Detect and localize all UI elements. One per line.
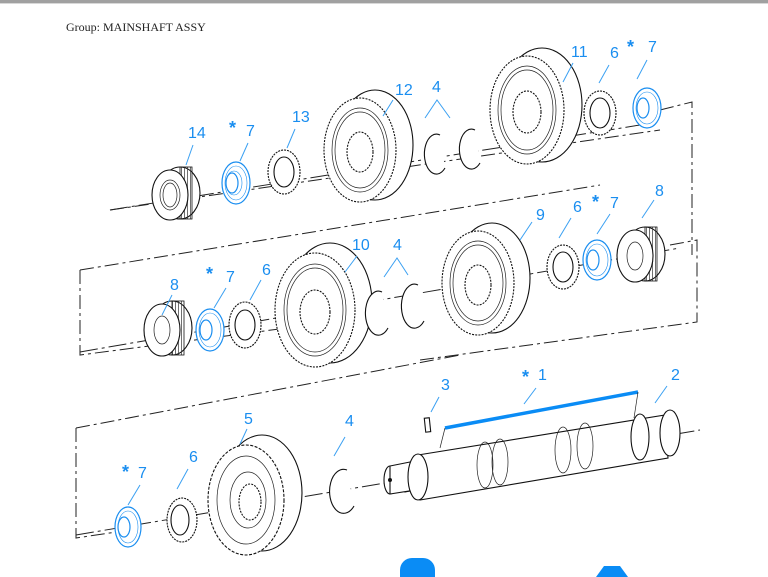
frame-line — [75, 428, 131, 539]
leader-line — [636, 59, 648, 80]
callout-12[interactable]: 12 — [395, 82, 413, 99]
callout-8[interactable]: 8 — [655, 183, 664, 200]
row-3-assembly: * 7 6 5 4 3 * 1 2 — [75, 354, 701, 556]
callout-4[interactable]: 4 — [432, 79, 441, 96]
leader-line — [333, 436, 346, 457]
part-4-snap-rings[interactable] — [364, 283, 425, 336]
callout-6[interactable]: 6 — [262, 262, 271, 279]
leader-line — [239, 428, 248, 445]
group-title: Group: MAINSHAFT ASSY — [66, 20, 206, 34]
callout-8[interactable]: 8 — [170, 277, 179, 294]
part-8-hub[interactable] — [616, 226, 666, 283]
frame-line — [75, 354, 461, 429]
part-7-bearing-ring[interactable] — [195, 308, 225, 352]
scroll-up-button[interactable] — [400, 558, 435, 577]
leader-line — [176, 468, 189, 490]
callout-6[interactable]: 6 — [189, 449, 198, 466]
optional-star: * — [206, 264, 213, 284]
part-12-gear[interactable] — [323, 89, 414, 203]
leader-line — [382, 99, 394, 117]
part-6-thrust-washer[interactable] — [166, 497, 198, 543]
leader-line — [641, 199, 655, 219]
part-10-gear[interactable] — [274, 242, 373, 368]
optional-star: * — [122, 462, 129, 482]
leader-line — [213, 287, 227, 309]
callout-14[interactable]: 14 — [188, 125, 206, 142]
callout-7[interactable]: 7 — [138, 465, 147, 482]
part-6-thrust-washer[interactable] — [583, 90, 617, 136]
callout-9[interactable]: 9 — [536, 207, 545, 224]
callout-1[interactable]: 1 — [538, 367, 547, 384]
leader-line — [424, 99, 451, 119]
row-1-assembly: 14 * 7 13 12 4 11 6 * 7 — [109, 37, 693, 255]
leader-line — [596, 213, 611, 235]
callout-11[interactable]: 11 — [571, 44, 588, 61]
part-6-thrust-washer[interactable] — [546, 244, 580, 290]
callout-6[interactable]: 6 — [610, 45, 619, 62]
leader-line — [430, 396, 440, 413]
kit-range-bar — [444, 390, 639, 430]
callout-4[interactable]: 4 — [345, 413, 354, 430]
callout-13[interactable]: 13 — [292, 109, 310, 126]
part-7-bearing-ring[interactable] — [632, 87, 662, 129]
part-4-snap-rings[interactable] — [423, 128, 481, 175]
part-2-mainshaft[interactable] — [383, 409, 681, 501]
leader-line — [344, 255, 358, 273]
window-top-border — [0, 0, 768, 4]
part-4-snap-ring[interactable] — [329, 468, 355, 514]
part-7-bearing-ring[interactable] — [582, 239, 612, 281]
frame-line — [79, 270, 311, 356]
leader-line — [249, 279, 262, 301]
callout-10[interactable]: 10 — [352, 237, 370, 254]
callout-2[interactable]: 2 — [671, 367, 680, 384]
leader-line — [127, 484, 141, 506]
part-7-bearing-ring[interactable] — [221, 161, 251, 205]
optional-star: * — [627, 37, 634, 57]
leader-line — [286, 128, 296, 149]
part-11-gear[interactable] — [489, 47, 583, 165]
frame-line — [659, 101, 693, 255]
optional-star: * — [522, 367, 529, 387]
part-8-hub[interactable] — [143, 300, 193, 357]
leader-line — [558, 217, 572, 239]
callout-7[interactable]: 7 — [246, 123, 255, 140]
optional-star: * — [229, 118, 236, 138]
leader-line — [519, 221, 533, 241]
leader-line — [598, 64, 610, 84]
leader-line — [562, 62, 574, 83]
callout-7[interactable]: 7 — [226, 269, 235, 286]
callout-6[interactable]: 6 — [573, 199, 582, 216]
callout-3[interactable]: 3 — [441, 377, 450, 394]
part-14-hub[interactable] — [151, 166, 201, 221]
leader-line — [383, 257, 409, 278]
frame-line — [419, 239, 698, 361]
optional-star: * — [592, 192, 599, 212]
callout-7[interactable]: 7 — [610, 195, 619, 212]
frame-line — [79, 184, 601, 271]
part-1-kit-highlight[interactable] — [439, 390, 639, 449]
part-3-key[interactable] — [423, 417, 432, 433]
callout-7[interactable]: 7 — [648, 39, 657, 56]
part-7-bearing-ring[interactable] — [114, 506, 142, 548]
part-6-thrust-washer[interactable] — [228, 301, 262, 349]
leader-line — [161, 294, 173, 316]
navigation-arrow-button[interactable] — [596, 566, 628, 577]
part-9-gear[interactable] — [441, 222, 531, 336]
part-13-thrust-washer[interactable] — [267, 149, 301, 195]
leader-line — [185, 144, 194, 166]
leader-line — [523, 387, 537, 405]
row-2-assembly: 8 * 7 6 10 4 9 6 * 7 8 — [79, 183, 698, 368]
part-5-gear[interactable] — [207, 434, 303, 556]
leader-line — [239, 142, 249, 162]
callout-5[interactable]: 5 — [244, 411, 253, 428]
callout-4[interactable]: 4 — [393, 237, 402, 254]
leader-line — [654, 385, 668, 404]
